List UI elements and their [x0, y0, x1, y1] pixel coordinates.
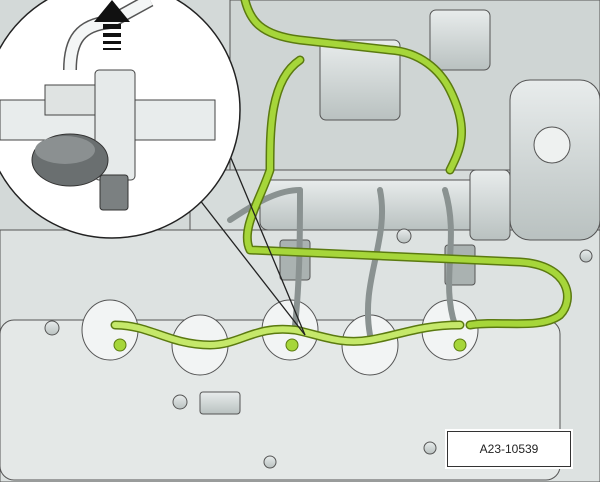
arrow-up-icon [94, 0, 130, 50]
detail-callout [0, 0, 241, 239]
figure-label: A23-10539 [447, 431, 571, 467]
fuel-lines [110, 0, 572, 352]
